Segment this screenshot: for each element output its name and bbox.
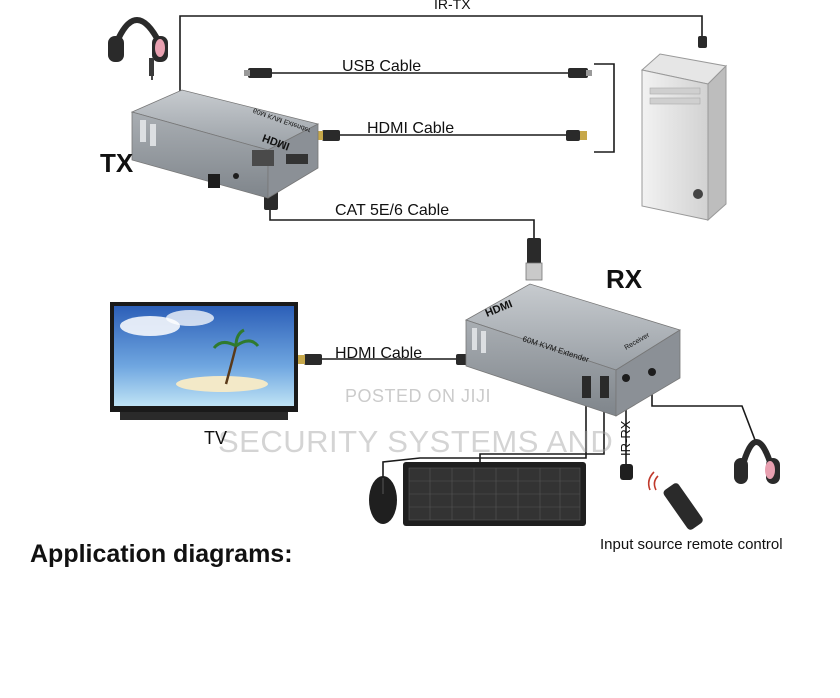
hdmi-plug-tx-right-tip xyxy=(580,131,587,140)
rx-headphone-cable xyxy=(651,392,756,441)
usb-plug-right xyxy=(568,68,588,78)
watermark-line-1: POSTED ON JIJI xyxy=(345,386,492,406)
pc-power-button-icon xyxy=(693,189,703,199)
usb-plug-left-tip xyxy=(244,70,250,76)
tx-audio-port xyxy=(233,173,239,179)
hdmi-plug-tx-left xyxy=(322,130,340,141)
rj45-plug-rx xyxy=(527,238,541,264)
ir-tx-cable xyxy=(179,15,703,92)
ir-rx-label: IR-RX xyxy=(618,420,633,456)
rx-audio-port xyxy=(648,368,656,376)
rx-headphone-icon xyxy=(734,439,780,484)
keyboard-key-grid xyxy=(409,468,580,520)
usb-plug-right-tip xyxy=(586,70,592,76)
keyboard-icon xyxy=(403,462,586,526)
hdmi-plug-rx-left xyxy=(304,354,322,365)
remote-signal-icon xyxy=(647,471,659,491)
tv-stand xyxy=(120,412,288,420)
rx-usb-port-1 xyxy=(582,376,591,398)
pc-drive-bay-2 xyxy=(649,97,701,105)
tv-label: TV xyxy=(204,428,228,448)
tx-dc-port xyxy=(208,174,220,188)
tx-vent-1 xyxy=(140,120,146,142)
usb-cable-label: USB Cable xyxy=(342,58,421,75)
remote-control-icon xyxy=(647,471,703,530)
rj45-plug-rx-tip xyxy=(525,262,543,281)
tv-cloud-2 xyxy=(166,310,214,326)
tx-vent-2 xyxy=(150,124,156,146)
pc-tower xyxy=(640,53,728,222)
tv-cloud-1 xyxy=(120,316,180,336)
application-diagrams-heading: Application diagrams: xyxy=(30,540,293,568)
hdmi-plug-tx-right xyxy=(566,130,580,141)
headphone-icon xyxy=(108,17,168,76)
tv-monitor xyxy=(110,302,298,420)
mouse-cable xyxy=(382,400,587,480)
rx-vent-2 xyxy=(481,331,486,353)
remote-label: Input source remote control xyxy=(600,536,783,553)
rx-usb-port-2 xyxy=(600,376,609,398)
rx-vent-1 xyxy=(472,328,477,350)
connectors xyxy=(244,36,707,480)
tx-extender-device: HDMI 60M KVM Extender xyxy=(130,89,320,199)
mouse-icon xyxy=(369,476,397,524)
pc-drive-bay-1 xyxy=(649,87,701,95)
ir-tx-label: IR-TX xyxy=(434,0,471,12)
watermark-line-2: SECURITY SYSTEMS AND xyxy=(218,424,614,459)
cat-cable-label: CAT 5E/6 Cable xyxy=(335,202,449,219)
tv-palm-tree-icon xyxy=(224,345,238,385)
tv-palm-leaves xyxy=(212,328,260,350)
rx-label: RX xyxy=(606,264,643,294)
rx-ir-port xyxy=(622,374,630,382)
ir-tx-plug xyxy=(698,36,707,48)
tx-rj45-port xyxy=(252,150,274,166)
cat-cable xyxy=(269,210,535,240)
hdmi-plug-tx-left-tip xyxy=(316,131,323,140)
hdmi-cable-tx-label: HDMI Cable xyxy=(367,120,454,137)
hdmi-plug-rx-left-tip xyxy=(298,355,305,364)
tx-hdmi-port xyxy=(286,154,308,164)
hdmi-cable-rx-label: HDMI Cable xyxy=(335,345,422,362)
tv-island xyxy=(176,376,268,392)
pc-bracket xyxy=(594,63,615,153)
ir-rx-receiver xyxy=(620,464,633,480)
usb-plug-left xyxy=(248,68,272,78)
tx-label: TX xyxy=(100,148,134,178)
keyboard-cable xyxy=(479,400,605,462)
rx-extender-device: HDMI 60M KVM Extender Receiver xyxy=(465,283,681,417)
